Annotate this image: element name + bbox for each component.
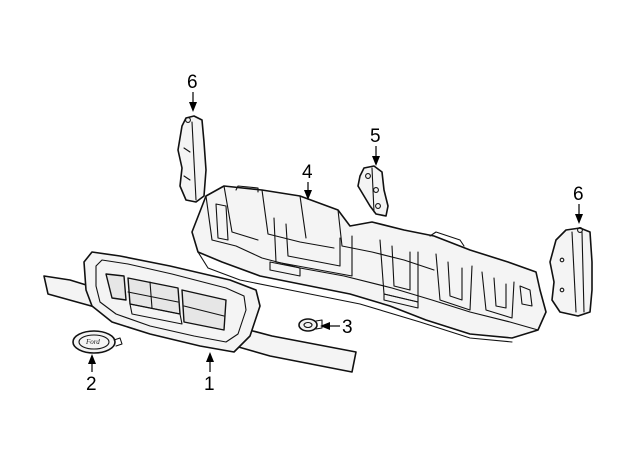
side-bracket-right [549,227,593,317]
bracket-part [357,165,389,217]
leader-5 [372,146,380,166]
callout-2: 2 [86,374,97,395]
leader-6-right [575,204,583,224]
clip-part [298,318,323,332]
callout-4: 4 [302,162,313,183]
leader-3 [320,322,340,330]
leader-2 [88,354,96,372]
radiator-support-panel [191,185,547,343]
callout-6-right: 6 [573,184,584,205]
callout-3: 3 [342,317,353,338]
emblem-text: Ford [85,338,100,346]
leader-6-left [189,92,197,112]
leader-1 [206,352,214,372]
callout-6-left: 6 [187,72,198,93]
callout-5: 5 [370,126,381,147]
grille-assembly [43,251,357,373]
side-bracket-left [177,115,207,203]
leader-4 [304,182,312,200]
emblem: Ford [72,330,123,354]
callout-1: 1 [204,374,215,395]
